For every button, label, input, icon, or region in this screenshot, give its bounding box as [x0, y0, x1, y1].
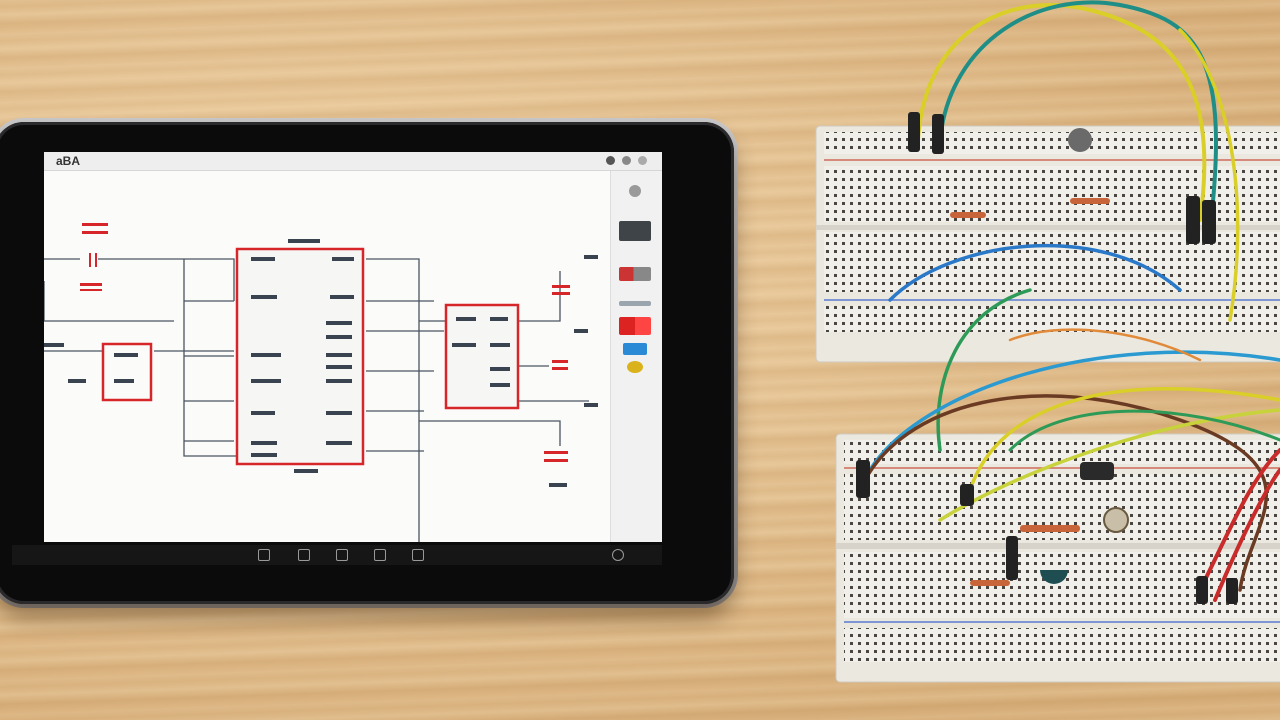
- component-icon[interactable]: [619, 221, 651, 241]
- jumper-wires: [858, 0, 1280, 602]
- yellow-part-icon[interactable]: [627, 361, 643, 373]
- breadboard-lower: [835, 433, 1280, 683]
- circle-icon[interactable]: [629, 185, 641, 197]
- maximize-icon[interactable]: [622, 156, 631, 165]
- ic-small-left[interactable]: [101, 342, 153, 402]
- schematic-canvas[interactable]: [44, 171, 610, 542]
- capacitor-right-1[interactable]: [552, 285, 570, 295]
- tool-2-icon[interactable]: [298, 549, 310, 561]
- app-title-bar: aBA: [44, 152, 662, 171]
- red-part-icon[interactable]: [619, 317, 651, 335]
- flag-icon[interactable]: [619, 267, 651, 281]
- board-components: [856, 112, 1238, 604]
- wires: [44, 258, 589, 542]
- ic-right[interactable]: [444, 303, 520, 410]
- capacitor-1[interactable]: [82, 223, 108, 267]
- bottom-toolbar: [12, 545, 662, 565]
- capacitor-2[interactable]: [80, 283, 102, 291]
- tool-4-icon[interactable]: [374, 549, 386, 561]
- close-icon[interactable]: [638, 156, 647, 165]
- app-title: aBA: [56, 154, 81, 168]
- tool-1-icon[interactable]: [258, 549, 270, 561]
- tool-5-icon[interactable]: [412, 549, 424, 561]
- blue-part-icon[interactable]: [623, 343, 647, 355]
- separator: [619, 301, 651, 306]
- capacitor-right-3[interactable]: [544, 451, 568, 462]
- pin-marks: [44, 239, 598, 487]
- menu-icon[interactable]: [612, 549, 624, 561]
- minimize-icon[interactable]: [606, 156, 615, 165]
- tool-3-icon[interactable]: [336, 549, 348, 561]
- tablet-screen: aBA: [44, 152, 662, 542]
- component-palette: [610, 171, 662, 542]
- capacitor-right-2[interactable]: [552, 360, 568, 370]
